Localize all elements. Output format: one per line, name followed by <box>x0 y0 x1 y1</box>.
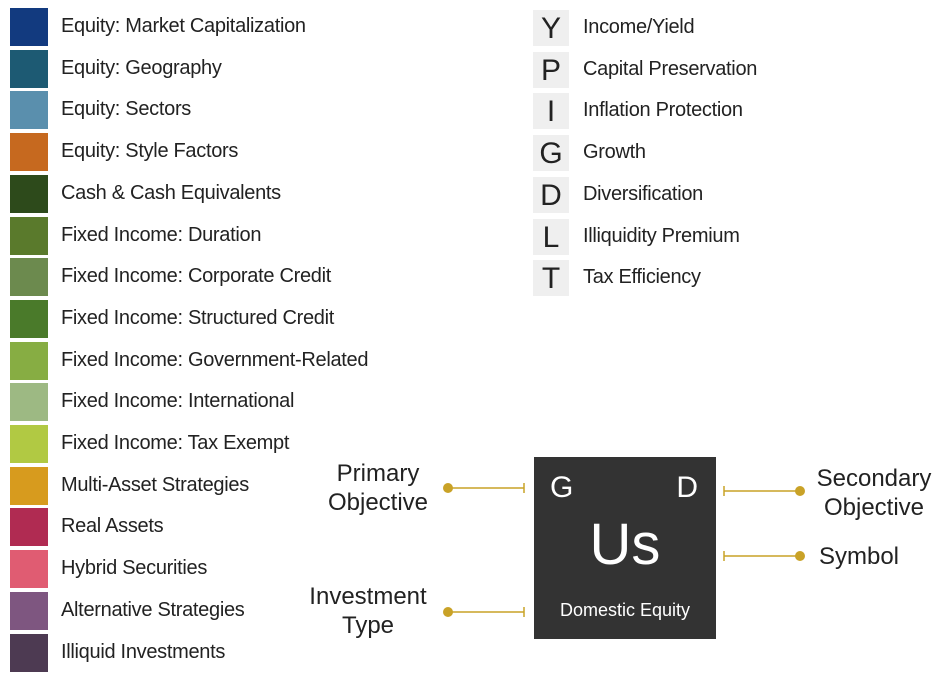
objective-item: I Inflation Protection <box>533 93 933 130</box>
legend-label: Fixed Income: Tax Exempt <box>61 432 290 454</box>
symbol-connector <box>723 551 805 561</box>
legend-item: Equity: Geography <box>10 49 410 88</box>
secondary-objective-callout: Secondary Objective <box>810 464 938 522</box>
symbol-callout: Symbol <box>812 542 906 571</box>
secondary-objective-line1: Secondary <box>816 465 932 492</box>
objective-letter: T <box>533 260 569 297</box>
legend-label: Fixed Income: Government-Related <box>61 348 369 371</box>
legend-item: Multi-Asset Strategies <box>10 466 410 505</box>
objective-letter: G <box>533 135 569 172</box>
legend-item: Equity: Style Factors <box>10 133 410 172</box>
color-swatch <box>10 174 48 213</box>
primary-objective-callout: Primary Objective <box>318 459 438 517</box>
objective-label: Income/Yield <box>583 16 695 38</box>
legend-label: Fixed Income: Duration <box>61 223 262 246</box>
legend-item: Real Assets <box>10 508 410 547</box>
color-swatch <box>10 133 48 172</box>
objective-letter: Y <box>533 10 569 46</box>
legend-label: Alternative Strategies <box>61 598 245 621</box>
legend-label: Fixed Income: Corporate Credit <box>61 265 332 288</box>
color-swatch <box>10 591 48 630</box>
color-swatch <box>10 216 48 255</box>
investment-type-callout: Investment Type <box>298 582 438 640</box>
color-swatch <box>10 91 48 130</box>
objective-label: Inflation Protection <box>583 99 743 122</box>
objective-label: Growth <box>583 141 646 164</box>
objective-item: Y Income/Yield <box>533 10 933 46</box>
key-investment-type: Domestic Equity <box>559 600 691 620</box>
legend-label: Multi-Asset Strategies <box>61 473 249 496</box>
primary-connector-dot <box>443 483 453 493</box>
color-swatch <box>10 466 48 505</box>
legend-item: Fixed Income: Government-Related <box>10 341 410 380</box>
primary-connector <box>443 483 525 493</box>
legend-item: Fixed Income: Corporate Credit <box>10 258 410 297</box>
legend-item: Cash & Cash Equivalents <box>10 174 410 213</box>
legend-label: Illiquid Investments <box>61 640 226 663</box>
symbol-connector-dot <box>795 551 805 561</box>
legend-item: Fixed Income: Tax Exempt <box>10 425 410 463</box>
legend-item: Illiquid Investments <box>10 633 410 672</box>
objective-label: Diversification <box>583 182 703 205</box>
legend-label: Fixed Income: Structured Credit <box>61 306 335 329</box>
legend-label: Equity: Style Factors <box>61 140 239 163</box>
color-swatch <box>10 633 48 672</box>
objective-item: G Growth <box>533 135 933 172</box>
color-swatch <box>10 341 48 380</box>
investment-type-line2: Type <box>341 612 395 639</box>
legend-item: Fixed Income: Duration <box>10 216 410 255</box>
legend-label: Fixed Income: International <box>61 390 295 413</box>
color-swatch <box>10 49 48 88</box>
legend-label: Hybrid Securities <box>61 557 208 580</box>
objective-label: Tax Efficiency <box>583 266 701 289</box>
objective-item: T Tax Efficiency <box>533 260 933 297</box>
objective-letter: P <box>533 51 569 88</box>
example-key-tile: G D Us Domestic Equity <box>534 457 716 639</box>
objective-letter: I <box>533 93 569 130</box>
key-symbol: Us <box>589 512 661 577</box>
objective-label: Illiquidity Premium <box>583 224 740 247</box>
objective-item: L Illiquidity Premium <box>533 218 933 255</box>
symbol-callout-label: Symbol <box>818 543 900 570</box>
color-swatch <box>10 383 48 422</box>
legend-label: Equity: Geography <box>61 56 222 79</box>
legend-item: Equity: Market Capitalization <box>10 8 410 46</box>
type-connector <box>443 607 525 617</box>
color-swatch <box>10 550 48 589</box>
secondary-connector <box>723 486 805 496</box>
objective-letter: L <box>533 218 569 255</box>
color-swatch <box>10 258 48 297</box>
primary-objective-line1: Primary <box>336 460 420 487</box>
key-secondary-objective: D <box>676 471 698 504</box>
color-swatch <box>10 8 48 46</box>
legend-item: Fixed Income: Structured Credit <box>10 299 410 338</box>
legend-item: Alternative Strategies <box>10 591 410 630</box>
investment-type-line1: Investment <box>309 583 427 610</box>
objective-item: D Diversification <box>533 176 933 213</box>
secondary-connector-dot <box>795 486 805 496</box>
legend-item: Equity: Sectors <box>10 91 410 130</box>
key-primary-objective: G <box>550 471 574 504</box>
legend-label: Equity: Market Capitalization <box>61 15 306 37</box>
legend-item: Hybrid Securities <box>10 550 410 589</box>
legend-item: Fixed Income: International <box>10 383 410 422</box>
legend-label: Equity: Sectors <box>61 98 192 121</box>
legend-label: Cash & Cash Equivalents <box>61 181 281 204</box>
color-swatch <box>10 508 48 547</box>
objective-letter: D <box>533 176 569 213</box>
objective-item: P Capital Preservation <box>533 51 933 88</box>
color-swatch <box>10 299 48 338</box>
objective-label: Capital Preservation <box>583 57 758 80</box>
legend-label: Real Assets <box>61 515 164 538</box>
type-connector-dot <box>443 607 453 617</box>
primary-objective-line2: Objective <box>327 489 429 516</box>
secondary-objective-line2: Objective <box>823 494 925 521</box>
color-swatch <box>10 425 48 463</box>
